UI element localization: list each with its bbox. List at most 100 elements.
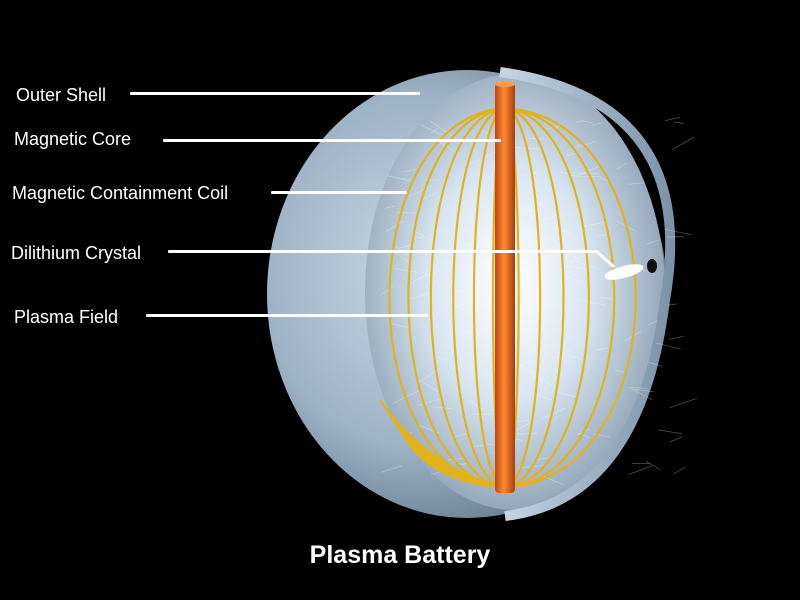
plasma-strand bbox=[655, 342, 681, 350]
plasma-strand bbox=[628, 465, 652, 475]
plasma-strand bbox=[671, 136, 695, 151]
plasma-strand bbox=[544, 238, 556, 243]
plasma-strand bbox=[521, 301, 542, 314]
plasma-strand bbox=[664, 117, 680, 122]
plasma-strand bbox=[420, 191, 437, 201]
coil-loop-right bbox=[504, 106, 637, 490]
plasma-strand bbox=[634, 390, 653, 401]
leader-dilithium-crystal-bend bbox=[595, 249, 615, 269]
plasma-strand bbox=[538, 457, 549, 460]
coil-loop-right bbox=[504, 106, 542, 490]
plasma-strand bbox=[516, 432, 538, 435]
plasma-strand bbox=[667, 303, 677, 306]
plasma-strand bbox=[648, 320, 658, 325]
plasma-strand bbox=[462, 330, 474, 334]
plasma-strand bbox=[582, 221, 608, 227]
plasma-strand bbox=[645, 460, 661, 470]
plasma-strand bbox=[570, 355, 583, 361]
plasma-strand bbox=[616, 162, 627, 170]
coil-loop-left bbox=[407, 106, 506, 490]
plasma-strand bbox=[519, 202, 544, 211]
plasma-strand bbox=[471, 443, 493, 448]
plasma-strand bbox=[629, 182, 645, 185]
plasma-strand bbox=[546, 322, 558, 325]
plasma-strand bbox=[394, 268, 417, 273]
plasma-strand bbox=[673, 121, 684, 124]
plasma-strand bbox=[530, 279, 558, 288]
magnetic-core-rod bbox=[495, 83, 515, 493]
plasma-strand bbox=[527, 318, 538, 323]
plasma-strand bbox=[576, 119, 585, 124]
plasma-strand bbox=[591, 122, 603, 126]
plasma-strand bbox=[379, 284, 396, 296]
plasma-strand bbox=[578, 299, 606, 306]
plasma-strand bbox=[595, 347, 609, 351]
plasma-strand bbox=[381, 465, 402, 473]
coil-loop-left bbox=[472, 106, 506, 490]
plasma-strand bbox=[387, 175, 411, 182]
plasma-strand bbox=[580, 120, 594, 124]
plasma-strand bbox=[577, 141, 596, 148]
plasma-strand bbox=[401, 177, 412, 180]
plasma-strand bbox=[599, 296, 613, 300]
plasma-strand bbox=[430, 406, 452, 410]
coil-loop-left bbox=[452, 106, 506, 490]
plasma-strand bbox=[670, 436, 683, 442]
shell-port bbox=[647, 259, 657, 273]
plasma-strand bbox=[562, 253, 573, 259]
plasma-strand bbox=[383, 205, 395, 209]
dilithium-crystal bbox=[604, 264, 644, 280]
plasma-strand bbox=[555, 348, 573, 359]
plasma-strand bbox=[516, 306, 542, 320]
coil-loop-left bbox=[429, 106, 506, 490]
plasma-strand bbox=[668, 335, 684, 340]
plasma-strand bbox=[452, 300, 473, 309]
plasma-strand bbox=[546, 300, 571, 306]
label-magnetic-core: Magnetic Core bbox=[14, 129, 132, 149]
coil-loop-right bbox=[504, 106, 590, 490]
plasma-strand bbox=[518, 171, 538, 177]
plasma-strand bbox=[430, 127, 440, 134]
plasma-strand bbox=[672, 466, 686, 475]
plasma-strand bbox=[435, 229, 445, 231]
plasma-strand bbox=[448, 457, 464, 461]
plasma-strand bbox=[478, 303, 489, 306]
leader-magnetic-core bbox=[163, 139, 501, 142]
plasma-strand bbox=[385, 220, 405, 232]
coil-bundle-strand bbox=[403, 435, 506, 490]
plasma-strand bbox=[415, 231, 432, 241]
plasma-strand bbox=[447, 313, 468, 324]
leader-outer-shell bbox=[130, 92, 420, 95]
plasma-strand bbox=[388, 322, 412, 329]
plasma-strand bbox=[564, 275, 582, 284]
plasma-strand bbox=[664, 228, 692, 236]
plasma-strand bbox=[568, 253, 582, 262]
plasma-strand bbox=[429, 120, 453, 137]
plasma-strand bbox=[565, 153, 576, 157]
plasma-strand bbox=[647, 361, 663, 367]
plasma-strand bbox=[412, 292, 429, 300]
magnetic-core-top bbox=[495, 81, 515, 87]
plasma-strand bbox=[444, 261, 467, 269]
plasma-strand bbox=[416, 269, 444, 281]
plasma-strand bbox=[569, 172, 598, 175]
plasma-strand bbox=[567, 143, 583, 152]
plasma-strand bbox=[627, 387, 648, 389]
plasma-strand bbox=[483, 345, 494, 348]
plasma-strand bbox=[467, 160, 478, 165]
plasma-strand bbox=[540, 215, 556, 221]
plasma-strand bbox=[560, 264, 586, 270]
diagram-title: Plasma Battery bbox=[309, 541, 491, 569]
label-dilithium-crystal: Dilithium Crystal bbox=[11, 243, 142, 263]
plasma-strand bbox=[454, 289, 464, 295]
label-plasma-field: Plasma Field bbox=[14, 307, 119, 327]
leader-containment-coil bbox=[271, 191, 407, 194]
plasma-strand bbox=[408, 185, 433, 197]
plasma-strand bbox=[613, 369, 627, 374]
plasma-strand bbox=[417, 397, 445, 406]
plasma-strand bbox=[640, 268, 656, 276]
plasma-strand bbox=[399, 244, 412, 249]
plasma-strand bbox=[419, 124, 443, 136]
coil-loop-right bbox=[504, 106, 565, 490]
